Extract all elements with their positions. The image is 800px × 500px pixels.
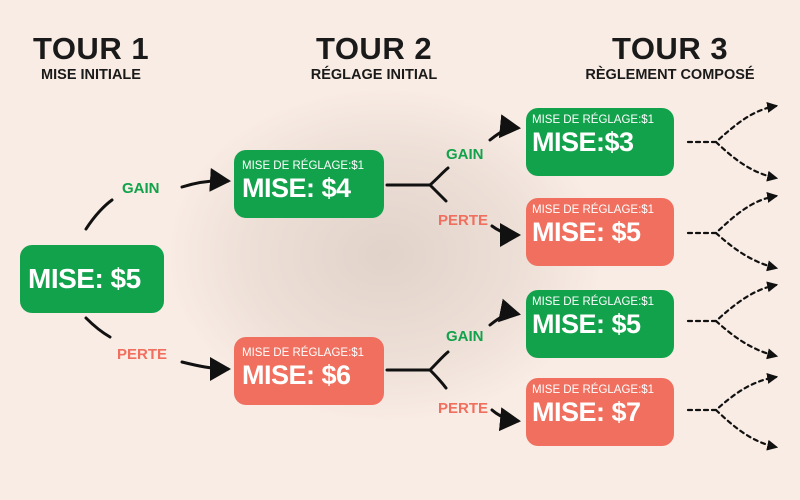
round-1-title: TOUR 1 [32,31,150,66]
dashed-fork-4b [714,408,779,451]
round-2-subtitle: RÉGLAGE INITIAL [310,67,438,83]
round-3-subtitle: RÈGLEMENT COMPOSÉ [585,67,755,83]
node-r3-gain-loss: MISE DE RÉGLAGE:$1 MISE: $5 [526,198,674,266]
node-r2-gain: MISE DE RÉGLAGE:$1 MISE: $4 [234,150,384,218]
bet-amount: MISE: $4 [242,173,351,203]
arrow-gain-to-r2 [180,167,231,192]
arrow-r2-loss-to-gain [488,298,521,327]
node-r3-loss-gain: MISE DE RÉGLAGE:$1 MISE: $5 [526,290,674,358]
bet-amount: MISE: $5 [532,217,641,247]
fork-r2-gain-up [428,166,450,187]
fork-r2-loss-down [428,368,448,390]
round-3-title: TOUR 3 [611,31,729,66]
label-loss-r1: PERTE [117,346,168,363]
node-r3-gain-gain: MISE DE RÉGLAGE:$1 MISE:$3 [526,108,674,176]
arrow-r2-loss-to-loss [490,407,521,432]
label-gain-r1: GAIN [122,180,160,197]
round-2-title: TOUR 2 [315,31,433,66]
round-2-header: TOUR 2 RÉGLAGE INITIAL [284,31,464,84]
fork-r2-gain-down [428,183,448,203]
dashed-fork-2 [686,192,779,235]
label-loss-r2b: PERTE [438,400,489,417]
label-gain-r2a: GAIN [446,146,484,163]
round-1-header: TOUR 1 MISE INITIALE [20,31,162,84]
arrow-loss-to-r2 [180,356,231,381]
arrow-start-to-gain [84,198,114,231]
adjust-bet: MISE DE RÉGLAGE:$1 [242,160,365,172]
bet-amount: MISE: $5 [532,309,641,339]
arrow-start-to-loss [84,316,112,339]
adjust-bet: MISE DE RÉGLAGE:$1 [242,347,365,359]
dashed-fork-3 [686,281,779,323]
node-r2-loss: MISE DE RÉGLAGE:$1 MISE: $6 [234,337,384,405]
dashed-fork-3b [714,319,779,360]
round-3-header: TOUR 3 RÈGLEMENT COMPOSÉ [560,31,780,84]
bet-amount: MISE: $7 [532,397,641,427]
adjust-bet: MISE DE RÉGLAGE:$1 [532,114,655,126]
dashed-fork-1 [686,102,779,144]
label-loss-r2a: PERTE [438,212,489,229]
adjust-bet: MISE DE RÉGLAGE:$1 [532,296,655,308]
dashed-fork-2b [714,231,779,272]
bet-amount: MISE:$3 [532,127,634,157]
arrow-r2-gain-to-gain [488,114,521,142]
bet-amount: MISE: $6 [242,360,351,390]
adjust-bet: MISE DE RÉGLAGE:$1 [532,384,655,396]
arrow-r2-gain-to-loss [490,222,521,247]
label-gain-r2b: GAIN [446,328,484,345]
adjust-bet: MISE DE RÉGLAGE:$1 [532,204,655,216]
node-r3-loss-loss: MISE DE RÉGLAGE:$1 MISE: $7 [526,378,674,446]
dashed-fork-4 [686,373,779,412]
fork-r2-loss-up [428,350,450,372]
round-1-subtitle: MISE INITIALE [41,67,141,83]
node-start: MISE: $5 [20,245,164,313]
dashed-fork-1b [714,140,779,182]
bet-amount: MISE: $5 [28,263,141,294]
